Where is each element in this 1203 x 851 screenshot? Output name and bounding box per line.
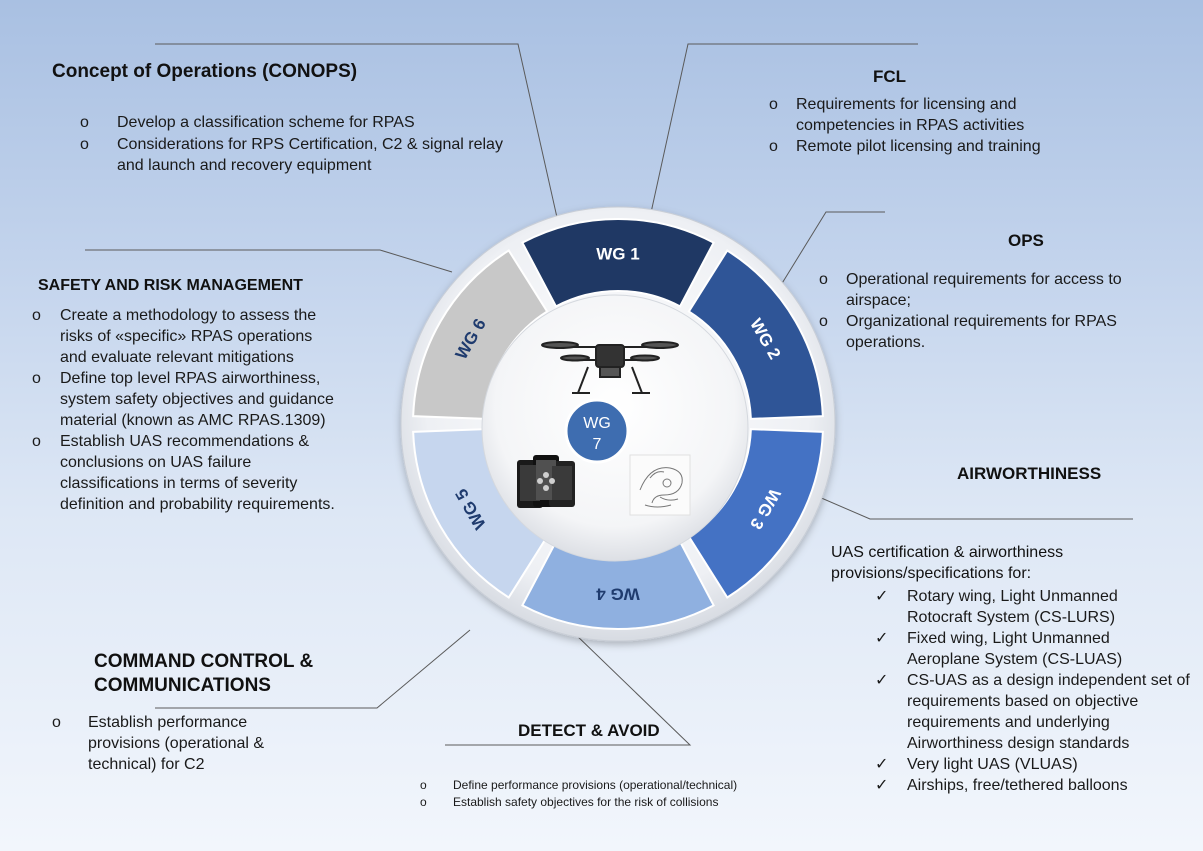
airworthiness-intro: UAS certification & airworthiness provis… [831, 544, 1064, 582]
ops-title: OPS [1008, 231, 1044, 250]
checkmark-icon: ✓ [875, 777, 889, 794]
daa-list: o Define performance provisions (operati… [415, 777, 835, 811]
wg7-label-line1: WG [583, 415, 611, 432]
fcl-block: FCL o Requirements for licensing and com… [765, 66, 1105, 157]
conops-title: Concept of Operations (CONOPS) [52, 61, 358, 82]
list-item: o Establish UAS recommendations & conclu… [32, 433, 335, 513]
list-item: o Develop a classification scheme for RP… [80, 114, 415, 131]
list-item: o Establish performance provisions (oper… [52, 714, 265, 773]
checkmark-icon: ✓ [875, 672, 889, 689]
checkmark-icon: ✓ [875, 630, 889, 647]
segment-label-wg-4: WG 4 [596, 585, 640, 604]
ops-block: OPS o Operational requirements for acces… [815, 230, 1185, 353]
list-item: o Establish safety objectives for the ri… [420, 795, 719, 809]
bullet-marker: o [819, 313, 828, 330]
leader-line-c2 [155, 629, 471, 709]
airworthiness-title: AIRWORTHINESS [957, 464, 1102, 483]
list-item: o Remote pilot licensing and training [769, 138, 1041, 155]
fcl-list: o Requirements for licensing and compete… [765, 94, 1105, 157]
segment-label-wg-1: WG 1 [596, 244, 639, 263]
bullet-marker: o [32, 370, 41, 387]
list-item: ✓ Airships, free/tethered balloons [875, 777, 1128, 794]
bullet-marker: o [32, 307, 41, 324]
bullet-marker: o [52, 714, 61, 731]
list-item: o Considerations for RPS Certification, … [80, 136, 503, 174]
leader-line-safety [85, 249, 453, 273]
c2-title-line1: COMMAND CONTROL & [94, 651, 314, 672]
c2-title-line2: COMMUNICATIONS [94, 675, 271, 696]
list-item: o Create a methodology to assess the ris… [32, 307, 317, 366]
leader-line-daa [445, 631, 692, 746]
list-item: ✓ Very light UAS (VLUAS) [875, 756, 1078, 773]
bullet-marker: o [769, 96, 778, 113]
daa-block: DETECT & AVOID o Define performance prov… [415, 720, 835, 811]
bullet-marker: o [420, 778, 427, 792]
list-item: o Define performance provisions (operati… [420, 778, 738, 792]
ops-list: o Operational requirements for access to… [815, 269, 1185, 353]
safety-list: o Create a methodology to assess the ris… [30, 305, 365, 515]
list-item: o Define top level RPAS airworthiness, s… [32, 370, 334, 429]
bullet-marker: o [769, 138, 778, 155]
list-item: o Operational requirements for access to… [819, 271, 1122, 309]
bullet-marker: o [80, 136, 89, 153]
safety-block: SAFETY AND RISK MANAGEMENT o Create a me… [30, 276, 365, 515]
segment-wg-1 [521, 218, 715, 308]
drone-illustration [541, 341, 679, 394]
checkmark-icon: ✓ [875, 756, 889, 773]
list-item: o Organizational requirements for RPAS o… [819, 313, 1117, 351]
bullet-marker: o [420, 795, 427, 809]
airworthiness-block: AIRWORTHINESS UAS certification & airwor… [825, 463, 1203, 796]
c2-block: COMMAND CONTROL & COMMUNICATIONS o Estab… [40, 650, 370, 775]
c2-list: o Establish performance provisions (oper… [40, 712, 370, 775]
segment-wg-3 [687, 428, 824, 599]
wg7-label-line2: 7 [593, 436, 602, 453]
segment-wg-2 [687, 249, 824, 420]
list-item: ✓ CS-UAS as a design independent set of … [875, 672, 1190, 752]
list-item: o Requirements for licensing and compete… [769, 96, 1025, 134]
bullet-marker: o [819, 271, 828, 288]
fcl-title: FCL [873, 67, 907, 86]
bullet-marker: o [32, 433, 41, 450]
hand-sketch-illustration [629, 454, 691, 516]
wg7-center-circle [564, 398, 630, 464]
airworthiness-list: ✓ Rotary wing, Light Unmanned Rotocraft … [825, 586, 1203, 796]
bullet-marker: o [80, 114, 89, 131]
list-item: ✓ Rotary wing, Light Unmanned Rotocraft … [875, 588, 1118, 626]
daa-title: DETECT & AVOID [518, 721, 660, 740]
safety-title: SAFETY AND RISK MANAGEMENT [38, 277, 303, 294]
checkmark-icon: ✓ [875, 588, 889, 605]
controller-phones-illustration [517, 455, 575, 508]
list-item: ✓ Fixed wing, Light Unmanned Aeroplane S… [875, 630, 1123, 668]
conops-list: o Develop a classification scheme for RP… [52, 112, 532, 176]
conops-block: Concept of Operations (CONOPS) o Develop… [52, 60, 532, 176]
